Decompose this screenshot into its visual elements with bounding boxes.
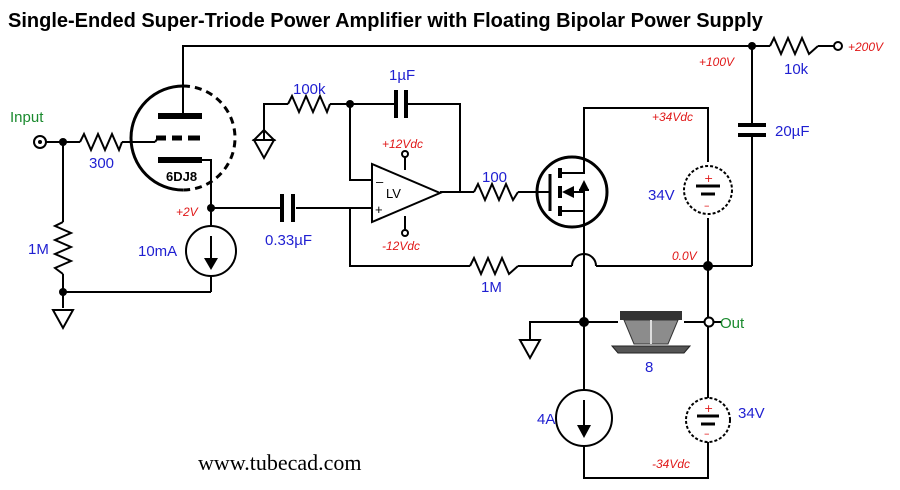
voltage-200v: +200V (848, 40, 884, 54)
svg-text:+: + (704, 402, 713, 415)
ground-icon (518, 339, 542, 361)
voltage-0v: 0.0V (672, 249, 698, 263)
voltage-100v: +100V (699, 55, 735, 69)
ground-icon (51, 309, 75, 331)
resistor-1m-grid (52, 221, 74, 275)
label-34v-top: 34V (648, 187, 675, 204)
label-100k: 100k (293, 81, 326, 98)
triode-icon: 6DJ8 (129, 84, 237, 196)
current-source-icon (555, 389, 613, 447)
voltage-plus12vdc: +12Vdc (382, 137, 423, 151)
mosfet-icon (535, 155, 609, 229)
diagram-title: Single-Ended Super-Triode Power Amplifie… (8, 10, 764, 32)
junction-dot (346, 100, 354, 108)
input-label: Input (10, 109, 44, 126)
junction-dot (207, 204, 215, 212)
label-10k: 10k (784, 61, 809, 78)
capacitor-1uf (390, 90, 410, 118)
junction-dot (703, 261, 713, 271)
label-10ma: 10mA (138, 243, 177, 260)
resistor-1m-feedback (469, 255, 519, 277)
opamp-plus: + (375, 202, 383, 217)
label-033uf: 0.33µF (265, 232, 312, 249)
junction-dots (59, 42, 756, 327)
tube-type: 6DJ8 (166, 169, 197, 184)
svg-text:–: – (704, 199, 710, 212)
label-1m-feedback: 1M (481, 279, 502, 296)
voltage-minus34vdc: -34Vdc (652, 457, 690, 471)
resistor-100k (287, 93, 331, 115)
voltage-minus12vdc: -12Vdc (382, 239, 420, 253)
label-34v-bottom: 34V (738, 405, 765, 422)
output-terminal (703, 316, 715, 328)
junction-dot (579, 317, 589, 327)
speaker-icon (610, 311, 692, 354)
resistor-10k (769, 35, 819, 57)
label-1m-grid: 1M (28, 241, 49, 258)
footer-url: www.tubecad.com (198, 450, 362, 475)
resistor-300 (79, 131, 123, 153)
current-source-icon (185, 225, 237, 277)
label-8-ohm: 8 (645, 359, 653, 376)
output-label: Out (720, 315, 745, 332)
voltage-2v: +2V (176, 205, 199, 219)
ground-icon (251, 128, 277, 141)
junction-dot (748, 42, 756, 50)
label-20uf: 20µF (775, 123, 810, 140)
capacitor-033uf (280, 194, 295, 222)
battery-icon: + – (683, 165, 733, 215)
label-4a: 4A (537, 411, 555, 428)
junction-dot (59, 138, 67, 146)
svg-text:–: – (704, 427, 710, 440)
capacitor-20uf (738, 123, 766, 137)
battery-icon: + – (685, 397, 731, 443)
junction-dot (59, 288, 67, 296)
opamp-minus: – (376, 174, 384, 189)
label-1uf: 1µF (389, 67, 415, 84)
wiring (46, 45, 834, 479)
supply-terminal (833, 41, 843, 51)
ground-icon (252, 139, 276, 161)
svg-text:+: + (704, 172, 713, 185)
opamp: LV – + (371, 150, 443, 237)
opamp-label: LV (386, 186, 401, 201)
label-300: 300 (89, 155, 114, 172)
resistor-100 (473, 181, 519, 203)
voltage-34vdc: +34Vdc (652, 110, 693, 124)
label-100: 100 (482, 169, 507, 186)
